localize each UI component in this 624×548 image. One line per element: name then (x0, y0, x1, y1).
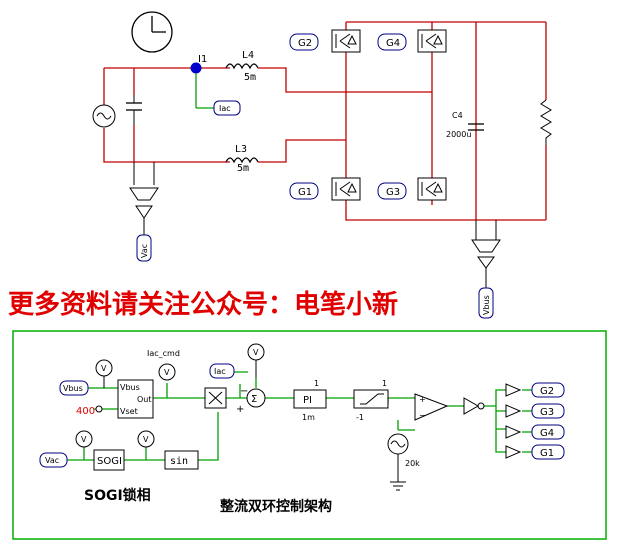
igbt-q1 (331, 29, 361, 53)
svg-text:V: V (143, 435, 149, 444)
vac-voltage-sensor (129, 187, 159, 235)
svg-text:V: V (81, 435, 87, 444)
svg-text:20k: 20k (405, 459, 420, 468)
svg-text:1: 1 (382, 379, 387, 388)
svg-text:L4: L4 (242, 50, 254, 61)
pi-controller-block: PI 1 1m (293, 379, 327, 422)
svg-text:Out: Out (137, 395, 152, 404)
svg-text:Vbus: Vbus (63, 384, 83, 393)
svg-text:G4: G4 (540, 428, 554, 439)
vset-value: 400 (76, 406, 95, 417)
voltmeter-iaccmd-icon: V (158, 363, 176, 381)
svg-text:Σ: Σ (251, 394, 257, 405)
svg-text:5m: 5m (244, 72, 256, 83)
svg-text:G2: G2 (540, 386, 554, 397)
caption-sogi: SOGI锁相 (84, 487, 151, 504)
svg-text:G1: G1 (298, 187, 312, 198)
svg-text:G1: G1 (540, 448, 554, 459)
vac-input-tag: Vac (39, 452, 68, 468)
caption-main: 整流双环控制架构 (219, 498, 332, 515)
svg-text:sin: sin (170, 456, 188, 467)
svg-text:I1: I1 (198, 54, 207, 65)
control-frame (12, 330, 607, 540)
svg-text:V: V (101, 364, 107, 373)
svg-text:-1: -1 (356, 413, 364, 422)
gate-tag-g2: G2 (289, 33, 319, 51)
banner-text: 更多资料请关注公众号：电笔小新 (8, 289, 398, 320)
svg-text:−: − (240, 386, 248, 397)
svg-text:+: + (236, 404, 244, 415)
svg-text:PI: PI (303, 395, 312, 406)
igbt-q4 (417, 177, 447, 201)
gate-out-g4: G4 (531, 424, 565, 440)
gate-buffers (505, 383, 522, 459)
svg-text:Vset: Vset (120, 407, 138, 416)
gate-out-g2: G2 (531, 382, 565, 398)
iac-input-tag: Iac (209, 363, 235, 379)
vbus-voltage-sensor (471, 239, 501, 288)
multiplier-block (204, 387, 227, 409)
igbt-q2 (417, 29, 447, 53)
sin-block: sin (164, 450, 199, 470)
svg-text:L3: L3 (235, 144, 247, 155)
svg-text:1m: 1m (302, 413, 315, 422)
capacitor-c4: C4 2000u (446, 111, 484, 139)
svg-text:G4: G4 (386, 38, 400, 49)
svg-text:V: V (164, 368, 170, 377)
iac-tag: Iac (213, 100, 241, 116)
iac-cmd-label: Iac_cmd (147, 349, 180, 358)
svg-text:5m: 5m (237, 163, 249, 174)
voltage-loop-block: Vbus Out Vset (117, 379, 154, 419)
svg-text:Iac: Iac (214, 367, 226, 376)
svg-text:Vac: Vac (140, 244, 149, 258)
limiter-block: 1 -1 (353, 379, 389, 422)
svg-text:G3: G3 (540, 407, 554, 418)
svg-text:Vbus: Vbus (482, 295, 491, 315)
control-circuit: Vbus 400 Vac Iac Vbus Out Vset Iac_cmd V (39, 343, 565, 515)
pwm-comparator: + − (414, 393, 449, 421)
svg-text:Vbus: Vbus (120, 383, 140, 392)
vbus-input-tag: Vbus (59, 380, 89, 396)
voltmeter-sogi-icon: V (137, 430, 155, 448)
svg-text:1: 1 (314, 379, 319, 388)
gate-out-g3: G3 (531, 403, 565, 419)
clock-icon (131, 11, 173, 53)
svg-text:Vac: Vac (45, 456, 59, 465)
vbus-tag: Vbus (478, 287, 494, 319)
summing-junction-icon: Σ − + (236, 386, 266, 415)
carrier-source-icon: 20k (387, 433, 420, 491)
inductor-l3: L3 5m (225, 144, 259, 174)
svg-text:G2: G2 (298, 38, 312, 49)
gate-out-g1: G1 (531, 444, 565, 460)
voltmeter-error-icon: V (247, 343, 265, 378)
svg-text:+: + (419, 395, 426, 404)
ac-source-icon (92, 104, 116, 128)
igbt-q3 (331, 177, 361, 201)
gate-tag-g4: G4 (377, 33, 407, 51)
logic-inverter (463, 397, 485, 415)
svg-text:−: − (419, 411, 426, 420)
load-resistor (540, 99, 552, 145)
power-circuit: Vac I1 Iac L4 5m L3 5m (92, 11, 552, 319)
svg-text:Iac: Iac (219, 104, 231, 113)
gate-tag-g1: G1 (289, 182, 319, 200)
svg-text:V: V (253, 348, 259, 357)
vac-tag: Vac (136, 234, 152, 262)
input-capacitor (126, 95, 142, 125)
gate-tag-g3: G3 (377, 182, 407, 200)
sogi-block: SOGI (93, 449, 125, 471)
inductor-l4: L4 5m (225, 50, 259, 83)
voltmeter-vbus-icon: V (95, 359, 113, 388)
svg-text:G3: G3 (386, 187, 400, 198)
voltmeter-vac-icon: V (75, 430, 93, 448)
current-sensor-i1: I1 (190, 54, 214, 109)
svg-text:SOGI: SOGI (97, 456, 122, 467)
svg-text:C4: C4 (452, 111, 463, 120)
svg-text:2000u: 2000u (446, 130, 471, 139)
